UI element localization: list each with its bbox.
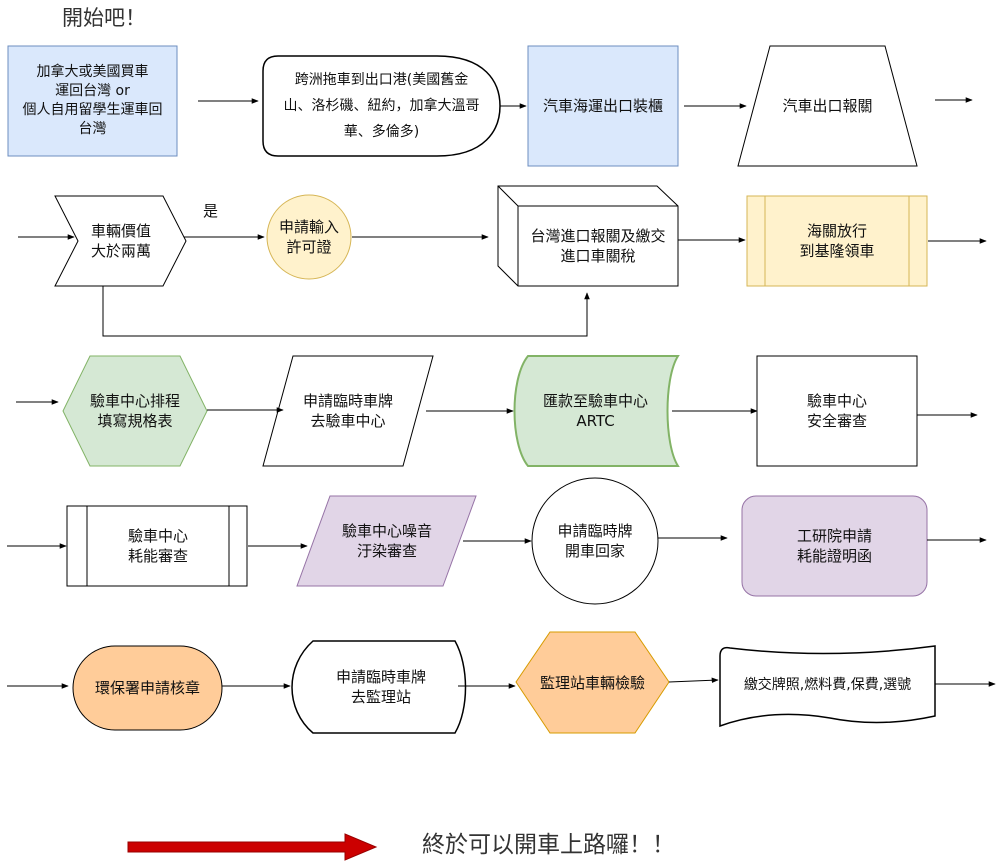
edge-value-bypass-to-customs: [102, 286, 590, 337]
node-import-customs-edges: [497, 185, 678, 286]
node-label-temp-plate-inspection: 申請臨時車牌 去驗車中心: [302, 392, 393, 430]
node-label-epa-stamp: 環保署申請核章: [94, 679, 200, 697]
node-label-inspection-schedule: 驗車中心排程 填寫規格表: [89, 392, 180, 430]
node-itri-certificate: [741, 495, 928, 597]
start-label: 開始吧！: [62, 6, 146, 30]
node-label-final-fees: 繳交牌照,燃料費,保費,選號: [743, 677, 912, 693]
node-label-energy-review: 驗車中心 耗能審查: [127, 527, 188, 565]
node-temp-plate-inspection: [262, 355, 434, 467]
edge-inspection-to-fees: [668, 677, 719, 684]
node-label-customs-release: 海關放行 到基隆領車: [799, 222, 875, 260]
yes-label: 是: [203, 202, 219, 220]
node-final-fees: [719, 645, 936, 728]
node-inspection-schedule: [62, 355, 208, 467]
node-label-noise-pollution-review: 驗車中心噪音 汙染審查: [341, 522, 432, 560]
node-label-safety-review: 驗車中心 安全審查: [806, 392, 867, 430]
node-dmv-inspection: [515, 631, 670, 734]
node-label-remit-artc: 匯款至驗車中心 ARTC: [542, 392, 648, 430]
node-label-value-check: 車輛價值 大於兩萬: [90, 222, 151, 260]
node-noise-pollution-review: [296, 495, 477, 587]
node-epa-stamp: [72, 645, 223, 731]
node-label-import-customs: 台灣進口報關及繳交 進口車關稅: [530, 227, 666, 265]
node-temp-plate-home: [531, 477, 659, 605]
node-label-temp-plate-dmv: 申請臨時車牌 去監理站: [335, 668, 426, 706]
node-label-buy-car: 加拿大或美國買車 運回台灣 or 個人自用留學生運車回 台灣: [22, 64, 163, 137]
node-tow-to-port: [262, 55, 501, 157]
node-label-itri-certificate: 工研院申請 耗能證明函: [796, 527, 872, 565]
node-remit-artc: [513, 355, 680, 467]
node-label-sea-shipping: 汽車海運出口裝櫃: [542, 97, 663, 115]
node-label-temp-plate-home: 申請臨時牌 開車回家: [557, 522, 633, 560]
node-export-customs: [737, 45, 918, 167]
node-safety-review: [756, 355, 918, 467]
node-sea-shipping: [527, 45, 679, 167]
node-label-export-customs: 汽車出口報關: [782, 97, 873, 115]
node-energy-review: [66, 505, 248, 587]
node-value-check: [54, 195, 187, 287]
node-label-dmv-inspection: 監理站車輛檢驗: [539, 673, 645, 692]
node-temp-plate-dmv: [291, 640, 467, 734]
end-label: 終於可以開車上路囉！！: [422, 832, 675, 858]
final-red-arrow: [127, 833, 378, 861]
node-import-permit: [266, 194, 352, 280]
node-label-tow-to-port: 跨洲拖車到出口港(美國舊金 山、洛杉磯、紐約，加拿大溫哥 華、多倫多): [283, 72, 480, 140]
node-buy-car: [7, 45, 178, 157]
node-customs-release: [746, 195, 928, 287]
node-label-import-permit: 申請輸入 許可證: [278, 218, 339, 256]
node-import-customs-front: [497, 185, 679, 287]
